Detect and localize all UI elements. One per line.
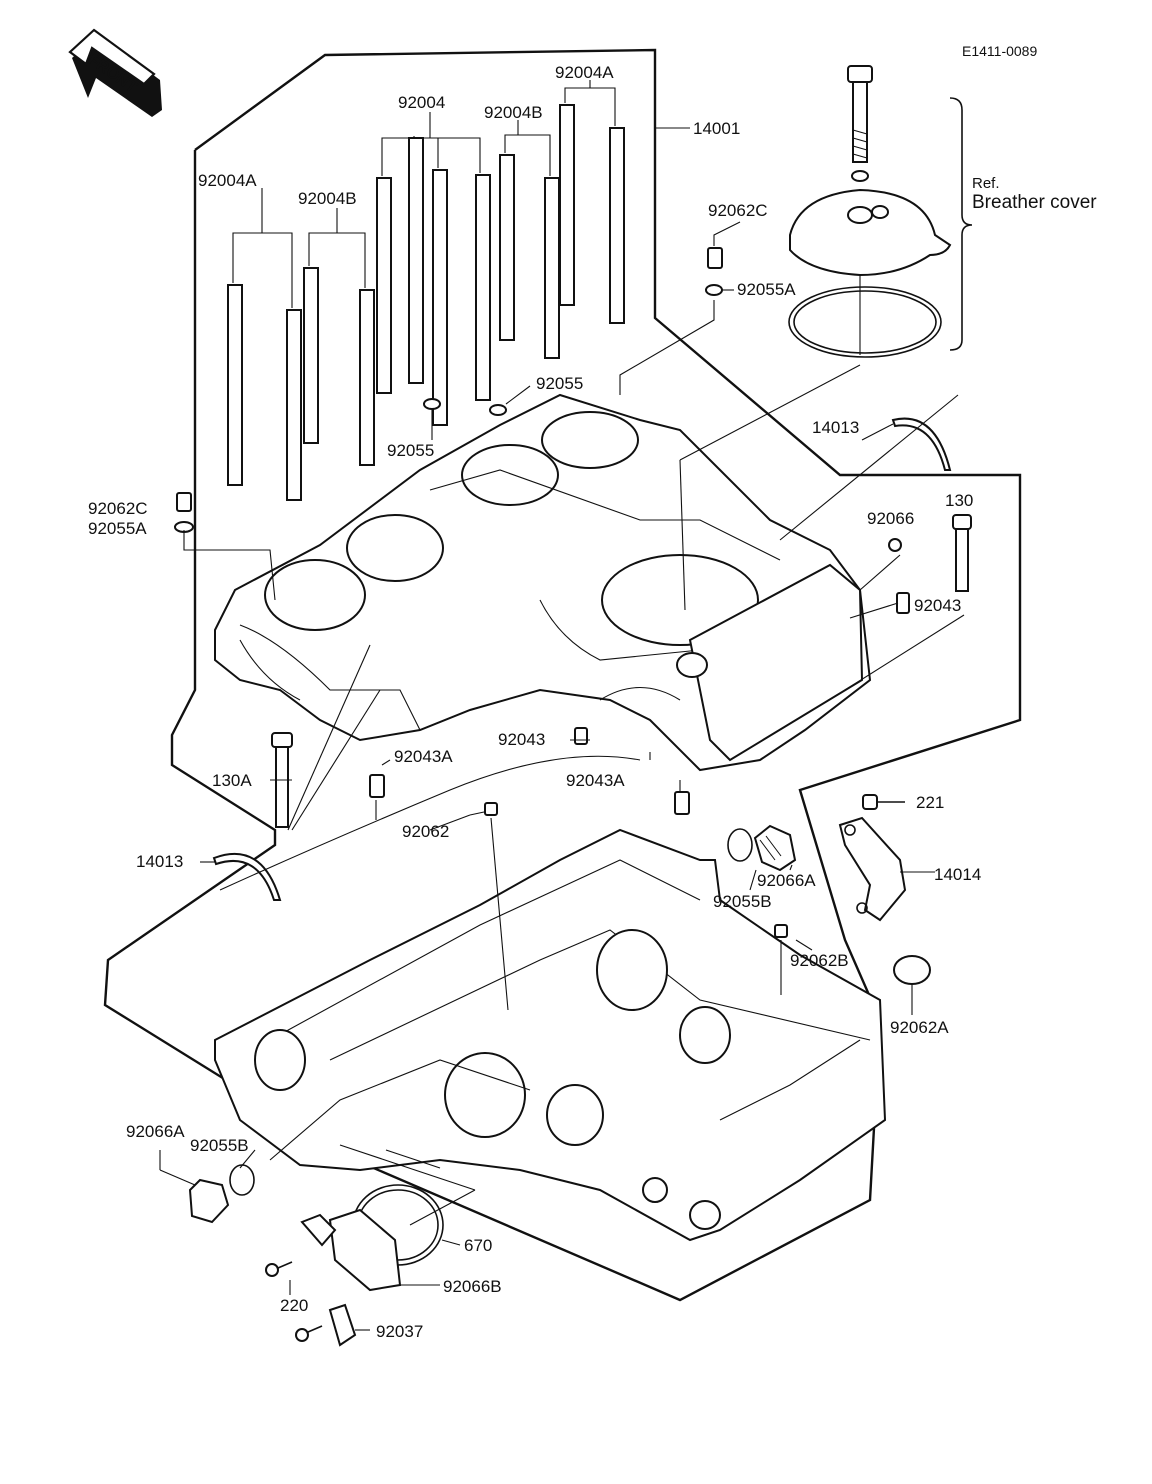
bolt-130A [271,732,293,828]
callout-92004A-left: 92004A [198,171,257,190]
upper-crankcase [214,393,872,772]
callout-92066A-left: 92066A [126,1122,185,1141]
callout-130: 130 [945,491,974,510]
callout-92043A-upper: 92043A [394,747,453,766]
callout-92062B: 92062B [790,951,849,970]
callout-92062A: 92062A [890,1018,949,1037]
callout-130A: 130A [212,771,252,790]
callout-221: 221 [916,793,945,812]
callout-92066B: 92066B [443,1277,502,1296]
callout-220: 220 [280,1296,309,1315]
callout-92004B-top: 92004B [484,103,543,122]
drain-plug-right [727,824,797,872]
callout-92004B-left: 92004B [298,189,357,208]
callout-92043-mid: 92043 [498,730,546,749]
callout-14001: 14001 [693,119,741,138]
callout-92062C-right: 92062C [708,201,768,220]
lower-crankcase [214,828,887,1242]
drain-plug-left [159,1150,255,1224]
callout-92004A-top: 92004A [555,63,614,82]
callout-92043-right: 92043 [914,596,962,615]
leader-92004B-top [504,134,551,176]
callout-14013-right: 14013 [812,418,860,437]
callout-92062: 92062 [402,822,450,841]
breather-cover-bracket [949,97,973,351]
callout-92062C-left: 92062C [88,499,148,518]
callout-92066-top: 92066 [867,509,915,528]
callout-14014: 14014 [934,865,982,884]
callout-92037: 92037 [376,1322,424,1341]
bolt-130 [952,514,972,592]
plug-92062 [484,802,509,1011]
callout-92055B-left: 92055B [190,1136,249,1155]
callout-92066A-right: 92066A [757,871,816,890]
callout-14013-left: 14013 [136,852,184,871]
callout-92004-top: 92004 [398,93,446,112]
reference-prefix: Ref. [972,175,1000,192]
plug-92062A [893,955,931,1015]
front-arrow-icon [68,28,162,117]
breather-bolt [847,65,873,182]
leader-92004 [381,137,481,176]
callout-92055A-left: 92055A [88,519,147,538]
callout-92055A-right: 92055A [737,280,796,299]
callout-92043A-lower: 92043A [566,771,625,790]
stud-bolts [227,104,625,501]
clip-14013-lower [212,852,282,901]
cover-14014 [838,794,907,922]
leader-lines [183,300,965,1331]
breather-cover [788,188,952,358]
callout-92055-right: 92055 [536,374,584,393]
callout-670: 670 [464,1236,493,1255]
clip-14013-upper [891,417,952,471]
reference-name: Breather cover [972,192,1097,213]
document-id: E1411-0089 [962,43,1038,59]
upper-case-boundary [103,48,1022,1302]
plug-92062B [774,924,788,995]
callout-92055-left: 92055 [387,441,435,460]
callout-92055B-right: 92055B [713,892,772,911]
pump-cover-assembly [265,1184,444,1347]
